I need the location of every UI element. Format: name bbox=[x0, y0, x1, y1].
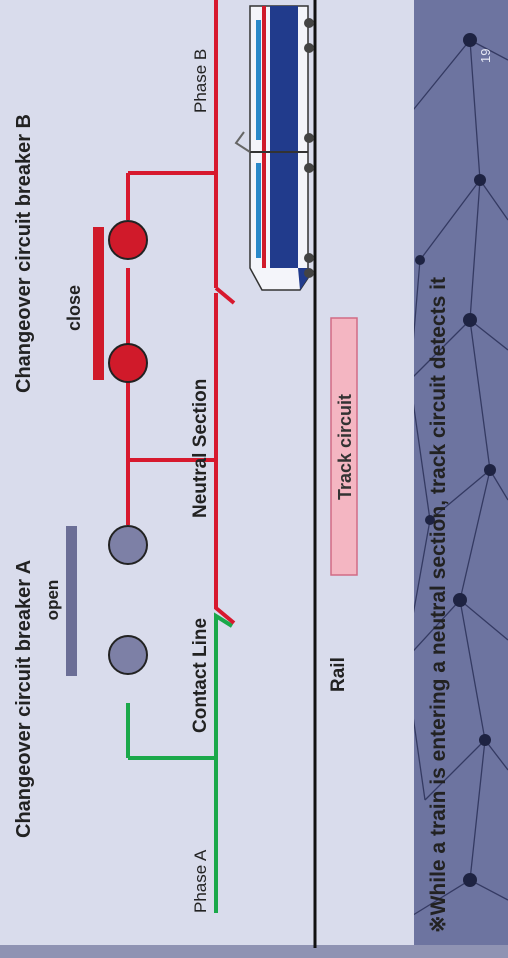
neutral-section-label: Neutral Section bbox=[190, 379, 211, 518]
contact-line-label: Contact Line bbox=[190, 618, 211, 733]
bottom-strip bbox=[0, 945, 508, 958]
neutral-section-insulator bbox=[214, 286, 236, 305]
train-icon bbox=[234, 5, 314, 291]
network-nodes bbox=[415, 33, 496, 887]
rail-label: Rail bbox=[328, 657, 349, 692]
breaker-a-right bbox=[108, 525, 148, 565]
note-text: ※While a train is entering a neutral sec… bbox=[427, 277, 450, 933]
breaker-b-title: Changeover circuit breaker B bbox=[13, 114, 35, 393]
decorative-band bbox=[405, 0, 508, 958]
close-label: close bbox=[64, 285, 84, 331]
phase-a-insulator-end bbox=[214, 612, 234, 636]
phase-b-label: Phase B bbox=[191, 49, 210, 113]
breaker-a-open-bar bbox=[66, 526, 77, 676]
track-circuit-box bbox=[330, 317, 358, 576]
breaker-b-right bbox=[108, 220, 148, 260]
breaker-a-title: Changeover circuit breaker A bbox=[13, 560, 35, 838]
neutral-section-line bbox=[214, 293, 236, 625]
breaker-a-left bbox=[108, 635, 148, 675]
breaker-b-left bbox=[108, 343, 148, 383]
page-number: 19 bbox=[478, 49, 493, 63]
open-label: open bbox=[43, 580, 62, 621]
rotated-slide-content: Rail Track circuit open Changeover circu… bbox=[13, 0, 493, 948]
breaker-b-close-bar bbox=[93, 227, 104, 380]
track-circuit-label: Track circuit bbox=[335, 394, 355, 500]
phase-a-label: Phase A bbox=[191, 849, 210, 913]
